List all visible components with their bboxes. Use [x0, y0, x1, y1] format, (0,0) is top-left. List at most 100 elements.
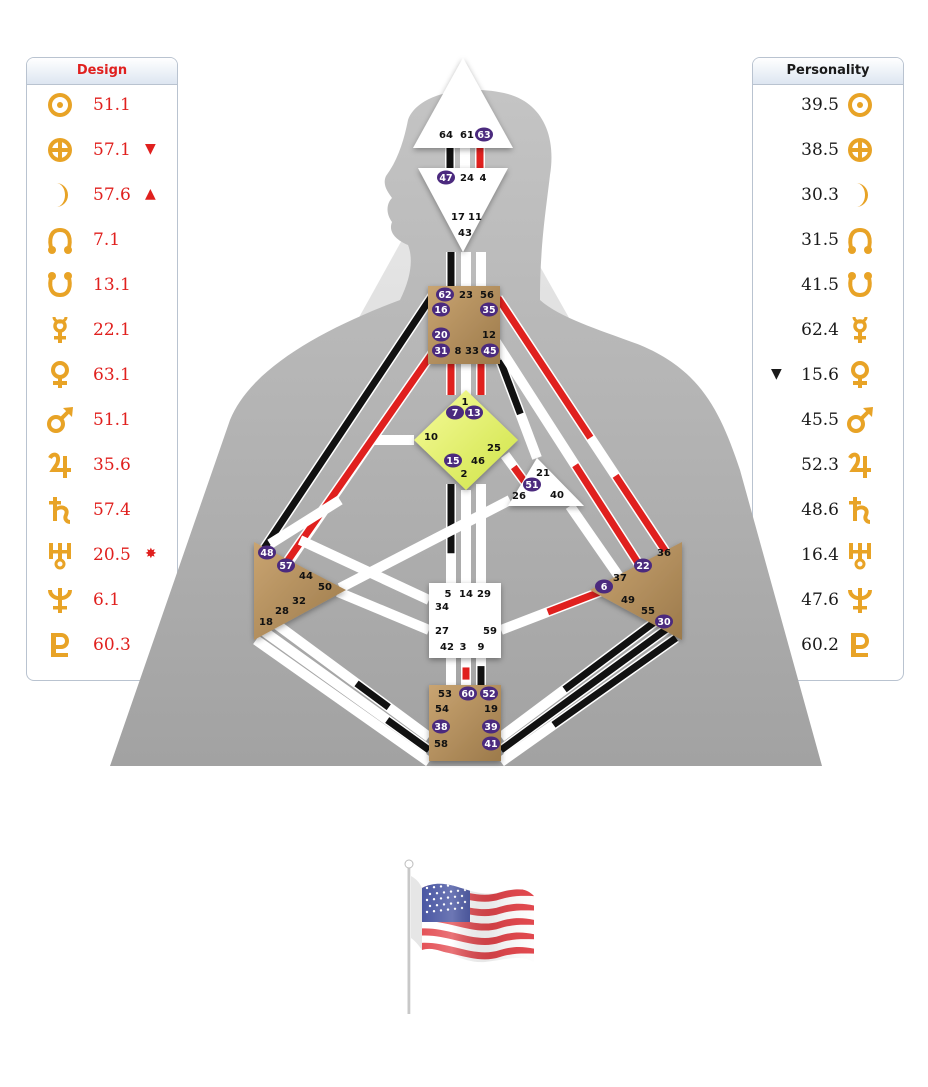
gate-badge: [482, 736, 500, 751]
gate-number: 1: [462, 397, 469, 408]
gate-number: 44: [299, 571, 313, 582]
gate-number: 13: [467, 408, 480, 419]
planet-row: 30.3: [753, 180, 903, 210]
gate-badge: [482, 719, 500, 734]
mercury-icon: [52, 316, 68, 343]
planet-row: 62.4: [753, 315, 903, 345]
gate-number: 6: [601, 582, 608, 593]
gate-line-value: 51.1: [93, 410, 131, 430]
north-node-icon: [48, 227, 72, 254]
gate-number: 35: [482, 305, 495, 316]
planet-row: 60.2: [753, 630, 903, 660]
gate-number: 31: [434, 346, 447, 357]
planet-row: 39.5: [753, 90, 903, 120]
gate-number: 61: [460, 130, 474, 141]
gate-line-value: 47.6: [801, 590, 839, 610]
gate-number: 64: [439, 130, 453, 141]
gate-number: 22: [636, 561, 649, 572]
channels: [253, 148, 679, 767]
gate-number: 27: [435, 626, 449, 637]
head-center: [413, 58, 513, 148]
channel-activation: [495, 296, 594, 440]
gate-number: 50: [318, 582, 332, 593]
moon-icon: [856, 183, 868, 207]
moon-icon: [56, 183, 68, 207]
gate-badge: [475, 127, 493, 142]
gate-number: 57: [279, 561, 292, 572]
gate-number: 42: [440, 642, 454, 653]
planet-row: 22.1: [27, 315, 177, 345]
planet-row: 41.5: [753, 270, 903, 300]
gate-badge: [465, 405, 483, 420]
gate-number: 49: [621, 595, 635, 606]
planet-row: 7.1: [27, 225, 177, 255]
gate-badge: [258, 545, 276, 560]
channel-activation: [572, 463, 643, 568]
planet-row: 52.3: [753, 450, 903, 480]
planet-row: 57.1▼: [27, 135, 177, 165]
planet-row: 48.6: [753, 495, 903, 525]
planet-row: 20.5✸: [27, 540, 177, 570]
gate-number: 4: [480, 173, 487, 184]
gate-line-value: 45.5: [801, 410, 839, 430]
earth-icon: [48, 138, 72, 162]
saturn-icon: [49, 497, 71, 524]
sacral-center: [429, 583, 501, 658]
gate-number: 62: [438, 290, 451, 301]
planet-row: 16.4: [753, 540, 903, 570]
gate-number: 43: [458, 228, 472, 239]
venus-icon: [851, 361, 869, 388]
gate-number: 47: [439, 173, 452, 184]
fixing-marker: ▲: [145, 186, 156, 202]
uranus-icon: [849, 543, 871, 570]
gate-number: 3: [460, 642, 467, 653]
gate-line-value: 15.6: [801, 365, 839, 385]
gate-number: 55: [641, 606, 655, 617]
gate-number: 56: [480, 290, 494, 301]
gate-line-value: 7.1: [93, 230, 121, 250]
gate-number: 32: [292, 596, 306, 607]
south-node-icon: [48, 272, 72, 298]
jupiter-icon: [48, 452, 71, 478]
gate-number: 41: [484, 739, 497, 750]
north-node-icon: [848, 227, 872, 254]
mars-icon: [847, 407, 873, 433]
gate-badge: [432, 343, 450, 358]
gate-line-value: 62.4: [801, 320, 839, 340]
gate-badge: [446, 405, 464, 420]
gate-badge: [432, 719, 450, 734]
gate-number: 40: [550, 490, 564, 501]
gate-number: 30: [657, 617, 671, 628]
channel-activation: [551, 635, 679, 728]
gate-line-value: 57.6: [93, 185, 131, 205]
channel: [267, 495, 343, 549]
gate-number: 10: [424, 432, 438, 443]
gate-badge: [459, 686, 477, 701]
gate-badge: [437, 170, 455, 185]
gate-number: 52: [482, 689, 495, 700]
gate-line-value: 51.1: [93, 95, 131, 115]
ajna-center: [418, 168, 508, 252]
gate-number: 17: [451, 212, 465, 223]
gate-line-value: 57.4: [93, 500, 131, 520]
gate-number: 63: [477, 130, 490, 141]
gate-number: 28: [275, 606, 289, 617]
gate-badge: [444, 453, 462, 468]
gate-line-value: 13.1: [93, 275, 131, 295]
saturn-icon: [849, 497, 871, 524]
gate-line-value: 41.5: [801, 275, 839, 295]
gate-number: 24: [460, 173, 474, 184]
heart-center: [508, 458, 584, 506]
planet-row: 57.6 ▲: [27, 180, 177, 210]
gate-line-value: 38.5: [801, 140, 839, 160]
solar-plexus-center: [590, 542, 682, 640]
sun-icon: [48, 93, 72, 117]
channel-activation: [354, 680, 391, 711]
gate-line-value: 6.1: [93, 590, 121, 610]
gate-number: 2: [461, 469, 468, 480]
mars-icon: [47, 407, 73, 433]
gate-number: 34: [435, 602, 449, 613]
